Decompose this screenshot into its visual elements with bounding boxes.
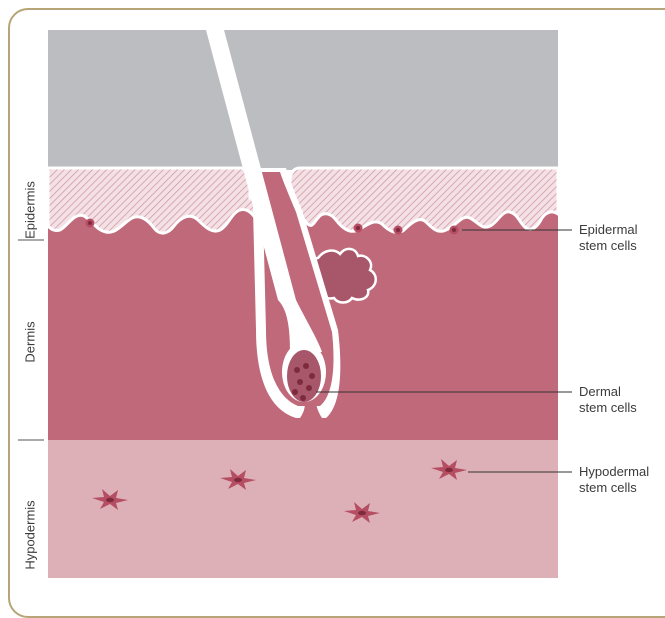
dermal-papilla [287, 350, 321, 402]
air-region [48, 30, 558, 170]
epidermis-label: Epidermis [23, 181, 38, 239]
epidermal-label-line-2: stem cells [579, 238, 638, 254]
dermal-stem-cells-label: Dermal stem cells [579, 384, 637, 416]
skin-cross-section-diagram [0, 0, 665, 599]
hypodermal-stem-cells-label: Hypodermal stem cells [579, 464, 649, 496]
hypodermis-label: Hypodermis [23, 500, 38, 569]
dermal-label-line-2: stem cells [579, 400, 637, 416]
dermal-label-line-1: Dermal [579, 384, 637, 400]
hypodermal-label-line-2: stem cells [579, 480, 649, 496]
epidermal-stem-cells-label: Epidermal stem cells [579, 222, 638, 254]
dermis-label: Dermis [23, 321, 38, 362]
hypodermis-layer [48, 440, 558, 578]
hypodermal-label-line-1: Hypodermal [579, 464, 649, 480]
epidermal-label-line-1: Epidermal [579, 222, 638, 238]
